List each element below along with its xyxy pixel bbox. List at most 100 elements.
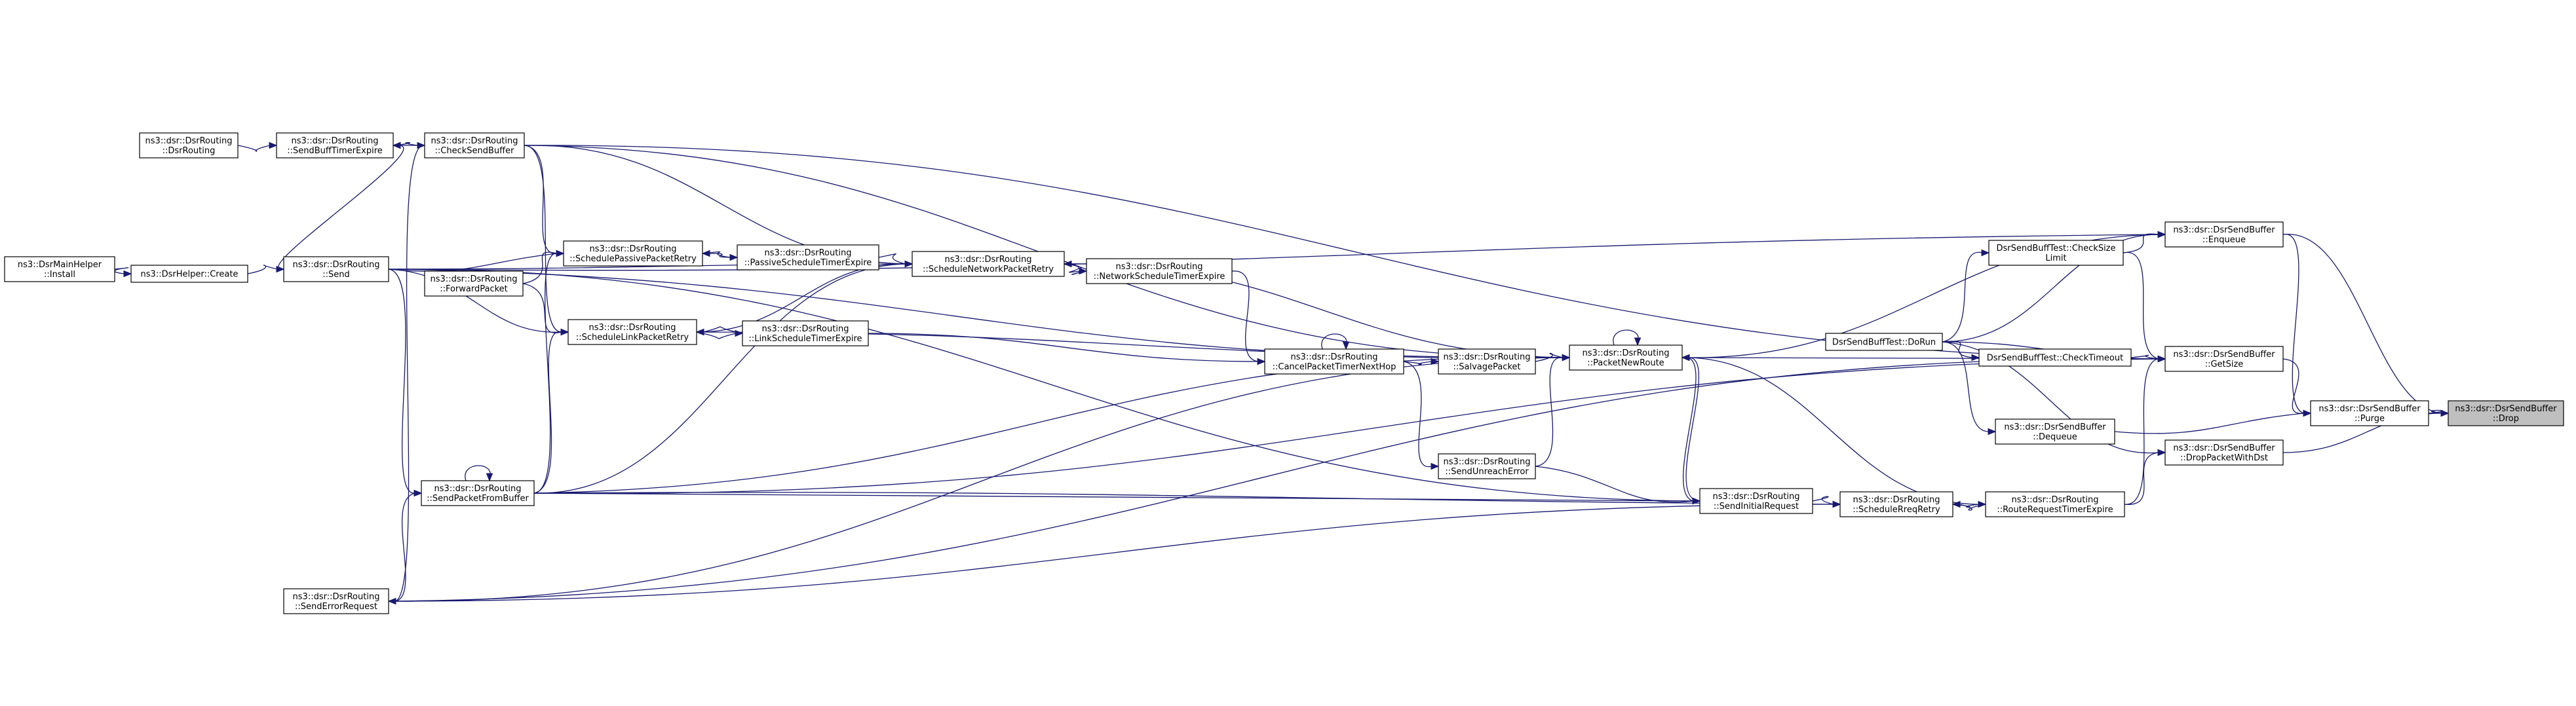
node-droppkt[interactable]: ns3::dsr::DsrSendBuffer::DropPacketWithD… <box>2164 439 2284 466</box>
edge-line <box>247 265 278 274</box>
node-label-line: ns3::dsr::DsrRouting <box>1853 495 1940 505</box>
node-label-line: ns3::dsr::DsrSendBuffer <box>2173 350 2275 360</box>
edge-arrowhead <box>695 328 704 336</box>
edge-line <box>878 253 906 265</box>
edge-cancelnexthop-to-sendunreach <box>1403 361 1440 470</box>
edge-senderrreq-to-getsize <box>388 355 2166 602</box>
edge-send-to-packetnewroute <box>388 269 1571 362</box>
edge-arrowhead <box>560 328 569 336</box>
node-box <box>1985 491 2125 517</box>
node-label-line: ns3::dsr::DsrRouting <box>1444 352 1531 362</box>
node-forward[interactable]: ns3::dsr::DsrRouting::ForwardPacket <box>424 270 524 297</box>
node-dsrrouting[interactable]: ns3::dsr::DsrRouting::DsrRouting <box>139 132 239 158</box>
edge-enqueue-to-drop <box>2282 234 2450 417</box>
node-packetnewroute[interactable]: ns3::dsr::DsrRouting::PacketNewRoute <box>1569 344 1683 371</box>
edge-line <box>394 145 425 602</box>
node-cancelnexthop[interactable]: ns3::dsr::DsrRouting::CancelPacketTimerN… <box>1264 348 1404 375</box>
edge-arrowhead <box>276 265 285 273</box>
node-label-line: ::CheckSendBuffer <box>435 146 515 156</box>
node-passtimer[interactable]: ns3::dsr::DsrRouting::PassiveScheduleTim… <box>737 244 879 270</box>
edge-sendfrombuffer-to-schedpassive <box>533 250 565 494</box>
node-label-line: ns3::dsr::DsrRouting <box>1583 348 1670 358</box>
node-buftimer[interactable]: ns3::dsr::DsrRouting::SendBuffTimerExpir… <box>276 132 394 158</box>
edge-line <box>388 269 415 494</box>
node-label-line: ns3::dsr::DsrRouting <box>2012 495 2099 505</box>
edge-line <box>533 253 558 494</box>
edge-line <box>1942 234 2159 343</box>
node-helpercreate[interactable]: ns3::DsrHelper::Create <box>130 265 248 283</box>
node-purge[interactable]: ns3::dsr::DsrSendBuffer::Purge <box>2310 400 2429 426</box>
node-drop[interactable]: ns3::dsr::DsrSendBuffer::Drop <box>2448 400 2564 426</box>
edge-line <box>237 145 271 152</box>
node-label-line: ::ForwardPacket <box>440 284 508 294</box>
node-sendunreach[interactable]: ns3::dsr::DsrRouting::SendUnreachError <box>1438 453 1536 479</box>
node-send[interactable]: ns3::dsr::DsrRouting::Send <box>283 256 389 282</box>
node-dequeue[interactable]: ns3::dsr::DsrSendBuffer::Dequeue <box>1995 418 2115 445</box>
edge-arrowhead <box>486 473 493 482</box>
edge-dorun-to-checktimeout <box>1942 341 1980 362</box>
node-schedrreq[interactable]: ns3::dsr::DsrRouting::ScheduleRreqRetry <box>1839 491 1953 517</box>
node-label-line: ns3::dsr::DsrRouting <box>434 484 522 494</box>
edge-arrowhead <box>2303 409 2312 417</box>
node-box <box>1988 240 2124 266</box>
node-label-line: ::Install <box>44 270 75 280</box>
edge-arrowhead <box>1692 497 1701 505</box>
edge-line <box>2130 354 2159 360</box>
node-enqueue[interactable]: ns3::dsr::DsrSendBuffer::Enqueue <box>2164 221 2284 248</box>
node-checktimeout[interactable]: DsrSendBuffTest::CheckTimeout <box>1978 348 2132 367</box>
node-label-line: ns3::dsr::DsrRouting <box>1291 352 1378 362</box>
node-label-line: ::SalvagePacket <box>1453 362 1520 372</box>
edge-dsrrouting-to-buftimer <box>237 141 278 152</box>
edge-send-to-sendfrombuffer <box>388 269 423 497</box>
edge-line <box>1070 263 1087 275</box>
edge-arrowhead <box>1257 358 1266 365</box>
edge-arrowhead <box>1981 249 1990 257</box>
edge-sendunreach-to-packetnewroute <box>1535 354 1571 467</box>
edge-line <box>1942 251 1983 343</box>
node-box <box>742 320 869 346</box>
edge-line <box>1403 361 1432 468</box>
edge-sendunreach-to-sendinitial <box>1535 466 1701 505</box>
edge-line <box>2282 358 2305 414</box>
edge-line <box>1959 504 1986 511</box>
node-sendinitial[interactable]: ns3::dsr::DsrRouting::SendInitialRequest <box>1699 488 1813 514</box>
edge-enqueue-to-purge <box>2282 234 2312 417</box>
node-label-line: ns3::dsr::DsrRouting <box>293 260 380 270</box>
edge-line <box>2123 233 2159 253</box>
edge-sendfrombuffer-to-schedlink <box>533 328 569 494</box>
node-dorun[interactable]: DsrSendBuffTest::DoRun <box>1825 333 1943 351</box>
edge-dorun-to-checksize <box>1942 249 1990 343</box>
node-box <box>424 132 525 158</box>
node-label-line: DsrSendBuffTest::DoRun <box>1832 338 1936 348</box>
edge-line <box>388 357 1564 602</box>
node-box <box>1699 488 1813 514</box>
node-label-line: ::Purge <box>2355 414 2385 424</box>
node-schedpassive[interactable]: ns3::dsr::DsrRouting::SchedulePassivePac… <box>563 240 703 267</box>
edge-line <box>533 356 1564 494</box>
edge-line <box>388 269 1564 359</box>
node-label-line: ns3::dsr::DsrRouting <box>765 248 852 258</box>
node-checkbuf[interactable]: ns3::dsr::DsrRouting::CheckSendBuffer <box>424 132 525 158</box>
node-label-line: ::Enqueue <box>2202 235 2246 245</box>
node-getsize[interactable]: ns3::dsr::DsrSendBuffer::GetSize <box>2164 346 2284 372</box>
node-mainhelper[interactable]: ns3::DsrMainHelper::Install <box>4 256 115 282</box>
node-box <box>4 256 115 282</box>
node-rreqtimer[interactable]: ns3::dsr::DsrRouting::RouteRequestTimerE… <box>1985 491 2125 517</box>
node-senderrreq[interactable]: ns3::dsr::DsrRouting::SendErrorRequest <box>283 588 389 614</box>
edge-line <box>522 251 558 284</box>
node-label-line: ::RouteRequestTimerExpire <box>1997 505 2113 515</box>
node-label-line: ns3::dsr::DsrRouting <box>431 274 518 284</box>
node-label-line: DsrSendBuffTest::CheckTimeout <box>1987 354 2123 363</box>
node-box <box>1825 333 1943 351</box>
node-label-line: ns3::dsr::DsrRouting <box>145 136 233 146</box>
node-box <box>2164 439 2284 466</box>
node-sendfrombuffer[interactable]: ns3::dsr::DsrRouting::SendPacketFromBuff… <box>421 480 535 506</box>
node-netschedtimer[interactable]: ns3::dsr::DsrRouting::NetworkScheduleTim… <box>1086 258 1233 284</box>
edge-line <box>1403 361 1432 365</box>
node-linktimer[interactable]: ns3::dsr::DsrRouting::LinkScheduleTimerE… <box>742 320 869 346</box>
node-box <box>283 588 389 614</box>
node-schednetretry[interactable]: ns3::dsr::DsrRouting::ScheduleNetworkPac… <box>912 251 1065 277</box>
node-schedlink[interactable]: ns3::dsr::DsrRouting::ScheduleLinkPacket… <box>567 319 697 345</box>
node-salvage[interactable]: ns3::dsr::DsrRouting::SalvagePacket <box>1438 348 1536 375</box>
